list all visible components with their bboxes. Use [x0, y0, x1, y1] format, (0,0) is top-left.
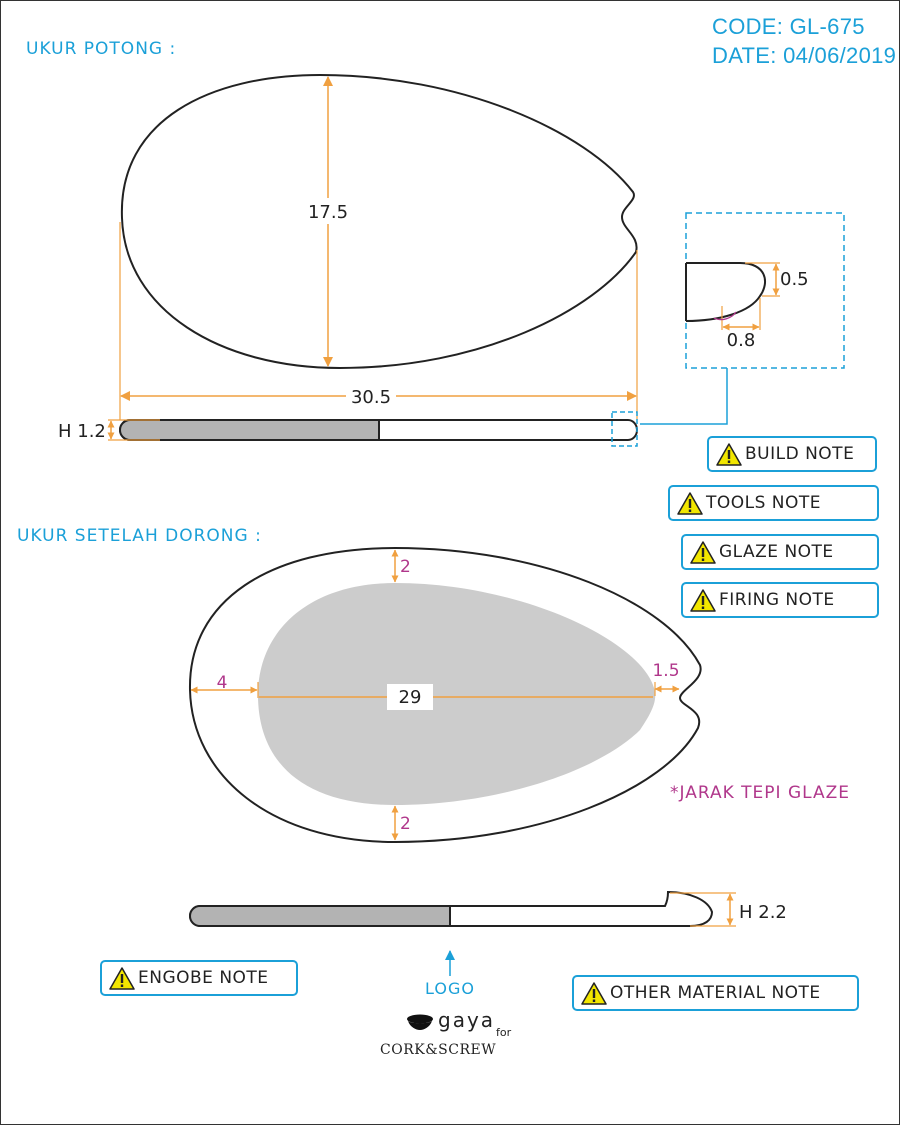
brand-name: gaya — [438, 1008, 496, 1032]
glaze-note-button[interactable]: GLAZE NOTE — [681, 534, 879, 570]
other-material-note-label: OTHER MATERIAL NOTE — [610, 983, 821, 1003]
engobe-note-label: ENGOBE NOTE — [138, 968, 269, 988]
spec-date: DATE: 04/06/2019 — [712, 43, 897, 68]
glaze-area — [258, 583, 656, 805]
engobe-note-button[interactable]: ENGOBE NOTE — [100, 960, 298, 996]
firing-note-label: FIRING NOTE — [719, 590, 835, 610]
engobe-zone-top — [119, 419, 380, 441]
length-label-bg — [346, 384, 396, 408]
left-margin-label: 4 — [217, 673, 228, 693]
build-note-label: BUILD NOTE — [745, 444, 855, 464]
glaze-length-label: 29 — [399, 687, 422, 708]
brand-for: for — [496, 1026, 512, 1039]
other-material-note-button[interactable]: OTHER MATERIAL NOTE — [572, 975, 859, 1011]
partner-brand: CORK&SCREW — [380, 1042, 497, 1058]
rim-detail-glaze-edge — [713, 311, 737, 321]
warning-icon — [581, 981, 607, 1005]
gaya-bowl-icon — [407, 1014, 433, 1030]
rim-height-label: 0.5 — [780, 269, 809, 290]
build-note-button[interactable]: BUILD NOTE — [707, 436, 877, 472]
cut-shape-outline — [120, 73, 638, 370]
logo-label: LOGO — [425, 979, 475, 998]
glaze-margin-note: *JARAK TEPI GLAZE — [670, 783, 850, 803]
pressed-shape-outline — [188, 546, 702, 844]
product-code: CODE: GL-675 — [712, 14, 865, 39]
warning-icon — [716, 442, 742, 466]
width-label-bg — [306, 198, 350, 224]
warning-icon — [677, 491, 703, 515]
engobe-zone-bottom — [189, 905, 451, 927]
height-label: H 1.2 — [58, 421, 106, 442]
glaze-note-label: GLAZE NOTE — [719, 542, 834, 562]
firing-note-button[interactable]: FIRING NOTE — [681, 582, 879, 618]
detail-box — [685, 212, 845, 369]
after-press-title: UKUR SETELAH DORONG : — [17, 526, 262, 546]
length-label: 30.5 — [351, 387, 391, 408]
top-margin-label: 2 — [400, 557, 411, 577]
height-label-bottom: H 2.2 — [739, 902, 787, 923]
tools-note-button[interactable]: TOOLS NOTE — [668, 485, 879, 521]
warning-icon — [109, 966, 135, 990]
detail-marker — [611, 411, 638, 447]
bottom-margin-label: 2 — [400, 814, 411, 834]
detail-leader — [640, 368, 728, 425]
rim-width-label: 0.8 — [727, 330, 756, 351]
tools-note-label: TOOLS NOTE — [706, 493, 822, 513]
cut-size-title: UKUR POTONG : — [26, 39, 177, 59]
warning-icon — [690, 588, 716, 612]
warning-icon — [690, 540, 716, 564]
rim-detail-profile — [685, 262, 766, 322]
glaze-length-label-bg — [387, 684, 433, 710]
right-margin-label: 1.5 — [652, 661, 679, 681]
width-label: 17.5 — [308, 202, 348, 223]
